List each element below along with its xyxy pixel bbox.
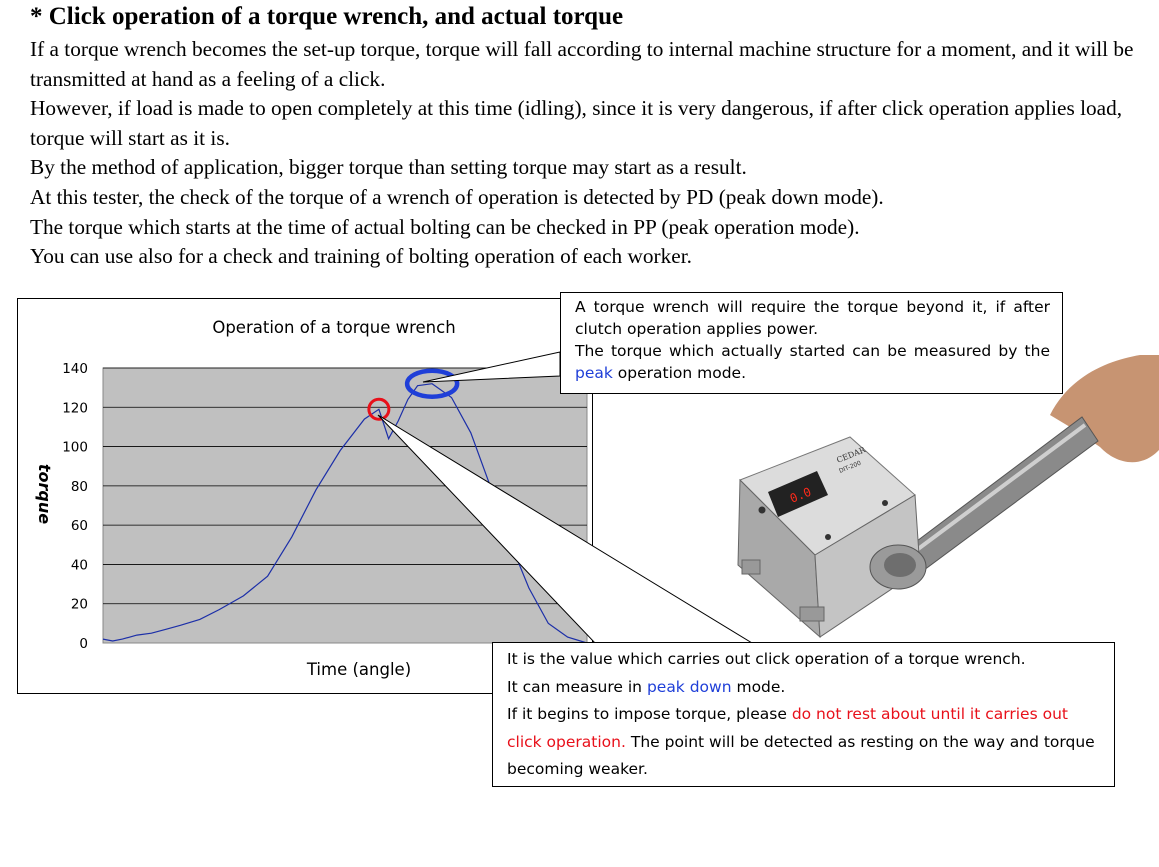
callout-text-part: If it begins to impose torque, please [507, 705, 792, 724]
hand-image [1050, 355, 1159, 463]
callout-peak-mode: A torque wrench will require the torque … [560, 292, 1063, 394]
body-text: If a torque wrench becomes the set-up to… [30, 35, 1140, 272]
button-icon [882, 500, 888, 506]
y-tick-label: 100 [62, 440, 88, 456]
socket-inner [884, 553, 916, 577]
callout-text-part: The point will be detected as resting on… [507, 732, 1095, 779]
paragraph: If a torque wrench becomes the set-up to… [30, 37, 1134, 91]
callout-text: It is the value which carries out click … [507, 650, 1026, 668]
y-tick-label: 0 [79, 636, 88, 652]
paragraph: By the method of application, bigger tor… [30, 155, 747, 180]
callout-text-part: The torque which actually started can be… [575, 342, 1050, 360]
y-tick-label: 80 [71, 479, 88, 495]
y-tick-label: 20 [71, 597, 88, 613]
y-tick-label: 60 [71, 518, 88, 534]
callout-text-part: It can measure in [507, 677, 647, 696]
y-axis-ticks: 0 20 40 60 80 100 120 140 [62, 361, 88, 652]
callout-text: If it begins to impose torque, please do… [507, 701, 1102, 784]
paragraph: However, if load is made to open complet… [30, 96, 1123, 150]
callout-text: The torque which actually started can be… [575, 340, 1050, 384]
x-axis-label: Time (angle) [306, 660, 411, 679]
base-foot [799, 606, 825, 622]
wrench-highlight [908, 423, 1087, 557]
y-tick-label: 120 [62, 400, 88, 416]
callout-text: It can measure in peak down mode. [507, 674, 1102, 702]
y-axis-label: torque [35, 464, 54, 524]
button-icon [825, 534, 831, 540]
paragraph: At this tester, the check of the torque … [30, 184, 884, 209]
y-tick-label: 40 [71, 557, 88, 573]
tester-photo: 0.0 CEDAR DIT-200 [737, 355, 1159, 639]
callout-highlight: peak down [646, 677, 732, 696]
callout-highlight: peak [575, 364, 613, 382]
section-heading: * Click operation of a torque wrench, an… [30, 3, 624, 30]
plot-area [102, 367, 588, 644]
wrench-handle [904, 416, 1099, 574]
paragraph: The torque which starts at the time of a… [30, 214, 860, 239]
display-panel [768, 471, 828, 517]
y-tick-label: 140 [62, 361, 88, 377]
callout-text: A torque wrench will require the torque … [575, 298, 1050, 338]
torque-chart: Operation of a torque wrench 0 20 40 60 80 10… [35, 318, 588, 679]
base-foot [741, 559, 761, 575]
chart-title: Operation of a torque wrench [212, 318, 455, 337]
callout-text-part: mode. [731, 677, 786, 696]
paragraph: You can use also for a check and trainin… [30, 244, 692, 269]
callout-warning: do not rest about until it carries out c… [507, 705, 1068, 751]
callout-peak-down-mode: It is the value which carries out click … [492, 642, 1115, 787]
button-icon [758, 506, 766, 514]
callout-text-part: operation mode. [612, 364, 747, 382]
